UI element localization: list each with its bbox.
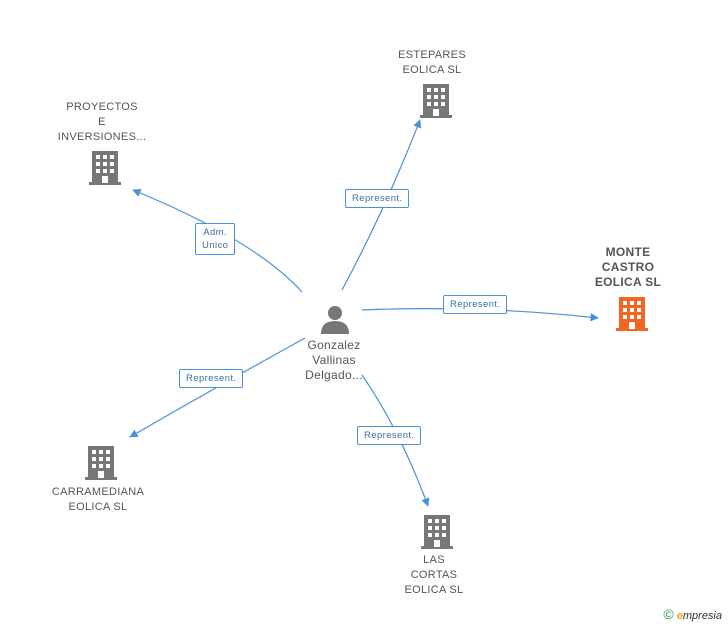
brand-logo-text: mpresia <box>682 610 722 622</box>
edge-label-las-cortas: Represent. <box>357 426 422 445</box>
person-name-line: Gonzalez <box>307 338 361 352</box>
node-label-line: E <box>98 116 106 128</box>
edge-label-text: Represent. <box>186 373 237 384</box>
node-label-line: ESTEPARES <box>398 49 466 61</box>
center-person-label[interactable]: Gonzalez Vallinas Delgado... <box>274 338 394 383</box>
node-label-line: CARRAMEDIANA <box>51 486 145 498</box>
node-label-line: MONTE <box>605 245 651 259</box>
footer-brand: © empresia <box>663 606 722 622</box>
edge-label-text: Represent. <box>364 430 415 441</box>
node-label-line: EOLICA SL <box>402 64 462 76</box>
node-label-las-cortas[interactable]: LAS CORTAS EOLICA SL <box>374 553 494 598</box>
node-label-proyectos[interactable]: PROYECTOS E INVERSIONES... <box>42 100 162 145</box>
building-icon[interactable] <box>421 515 453 554</box>
edge-label-text: Represent. <box>352 193 403 204</box>
node-label-line: EOLICA SL <box>68 501 128 513</box>
edge-label-proyectos: Adm. Unico <box>195 223 236 255</box>
edge-label-text: Unico <box>202 240 229 251</box>
edge-label-text: Adm. <box>203 227 228 238</box>
edge-proyectos <box>132 188 303 293</box>
node-label-line: EOLICA SL <box>594 275 662 289</box>
edge-label-estepares: Represent. <box>345 189 410 208</box>
building-icon[interactable] <box>85 446 117 485</box>
node-label-line: CORTAS <box>410 569 458 581</box>
node-label-line: PROYECTOS <box>66 101 138 113</box>
edge-label-carramediana: Represent. <box>179 369 244 388</box>
node-label-line: CASTRO <box>601 260 655 274</box>
building-icon[interactable] <box>89 151 121 190</box>
copyright-icon: © <box>663 606 674 622</box>
node-label-monte-castro[interactable]: MONTE CASTRO EOLICA SL <box>568 245 688 290</box>
building-icon-highlight[interactable] <box>616 297 648 336</box>
node-label-line: EOLICA SL <box>404 584 464 596</box>
person-name-line: Vallinas <box>312 353 356 367</box>
edge-label-text: Represent. <box>450 299 501 310</box>
brand-logo-initial: e <box>676 610 683 622</box>
person-icon[interactable] <box>320 304 350 339</box>
edge-label-monte-castro: Represent. <box>443 295 508 314</box>
node-label-estepares[interactable]: ESTEPARES EOLICA SL <box>372 48 492 78</box>
person-name-line: Delgado... <box>305 368 363 382</box>
building-icon[interactable] <box>420 84 452 123</box>
node-label-carramediana[interactable]: CARRAMEDIANA EOLICA SL <box>38 485 158 515</box>
node-label-line: LAS <box>423 554 445 566</box>
node-label-line: INVERSIONES... <box>57 131 147 143</box>
